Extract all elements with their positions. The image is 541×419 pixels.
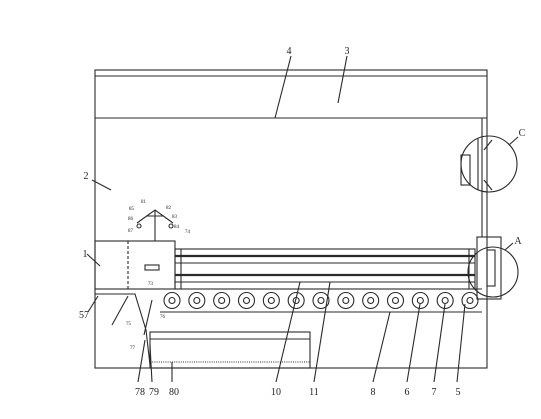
label-79: 79	[149, 387, 159, 398]
label-83: 83	[172, 215, 178, 220]
leader-7	[433, 303, 446, 383]
roller	[337, 291, 355, 310]
leader-8	[372, 311, 391, 383]
chute-leg-1	[111, 295, 129, 326]
label-10: 10	[271, 387, 281, 398]
leader-79	[149, 344, 153, 383]
transfer-column	[476, 236, 502, 300]
mount-arm	[136, 209, 174, 224]
leader-2	[91, 179, 112, 191]
label-2: 2	[84, 171, 89, 182]
transfer-inner	[486, 249, 496, 287]
roller	[262, 291, 280, 310]
leader-11	[313, 281, 331, 383]
label-7: 7	[432, 387, 437, 398]
roller	[237, 291, 256, 310]
roller	[411, 291, 429, 310]
roller-axle	[193, 296, 201, 305]
roller-axle	[391, 296, 400, 305]
label-1: 1	[83, 249, 88, 260]
detail-c-line-3	[483, 179, 493, 191]
label-74: 74	[185, 230, 191, 235]
label-80: 80	[169, 387, 179, 398]
detail-c-line-2	[483, 139, 493, 151]
roller	[461, 291, 479, 310]
roller	[312, 291, 330, 310]
leader-10	[275, 281, 301, 383]
label-76: 76	[160, 315, 166, 320]
roller	[213, 291, 231, 310]
label-75: 75	[126, 322, 132, 327]
detail-circle-a	[467, 246, 519, 298]
leader-57	[87, 295, 99, 313]
label-73: 73	[148, 282, 154, 287]
label-57: 57	[79, 310, 89, 321]
label-11: 11	[309, 387, 319, 398]
leader-4	[274, 55, 292, 119]
roller-group	[163, 291, 479, 310]
roller	[386, 291, 405, 310]
discharge-chute	[95, 293, 151, 366]
mount-knob-1	[136, 223, 142, 229]
roller	[188, 291, 206, 310]
roller-axle	[367, 296, 375, 305]
label-85: 85	[129, 207, 135, 212]
label-5: 5	[456, 387, 461, 398]
leader-6	[406, 303, 421, 383]
label-a: A	[514, 236, 522, 247]
roller	[163, 291, 181, 310]
label-84: 84	[174, 225, 180, 230]
label-c: C	[519, 128, 526, 139]
label-77: 77	[130, 346, 136, 351]
feed-block-slot	[144, 264, 160, 271]
roller	[436, 291, 454, 310]
leader-5	[456, 303, 466, 383]
leader-a	[504, 242, 514, 251]
collection-tray	[149, 331, 311, 369]
roller-axle	[466, 296, 474, 305]
label-3: 3	[345, 46, 350, 57]
housing-frame	[94, 69, 488, 369]
chute-leg-2	[143, 299, 153, 336]
leader-1	[86, 253, 101, 267]
mount-knob-2	[168, 223, 174, 229]
leader-3	[337, 55, 348, 104]
label-81: 81	[141, 200, 147, 205]
roller-axle	[441, 296, 449, 305]
label-6: 6	[405, 387, 410, 398]
roller-axle	[242, 296, 251, 305]
label-4: 4	[287, 46, 292, 57]
label-86: 86	[128, 217, 134, 222]
roller-axle	[267, 296, 275, 305]
leader-c	[508, 136, 519, 146]
roller-axle	[168, 296, 176, 305]
roller-axle	[416, 296, 424, 305]
label-78: 78	[135, 387, 145, 398]
label-87: 87	[128, 229, 134, 234]
roller-axle	[317, 296, 325, 305]
feed-block	[94, 240, 176, 290]
roller-axle	[342, 296, 350, 305]
roller	[287, 291, 305, 310]
label-82: 82	[166, 206, 172, 211]
leader-78	[137, 339, 146, 383]
roller-axle	[218, 296, 226, 305]
roller	[362, 291, 380, 310]
label-8: 8	[371, 387, 376, 398]
detail-c-block	[460, 154, 471, 186]
